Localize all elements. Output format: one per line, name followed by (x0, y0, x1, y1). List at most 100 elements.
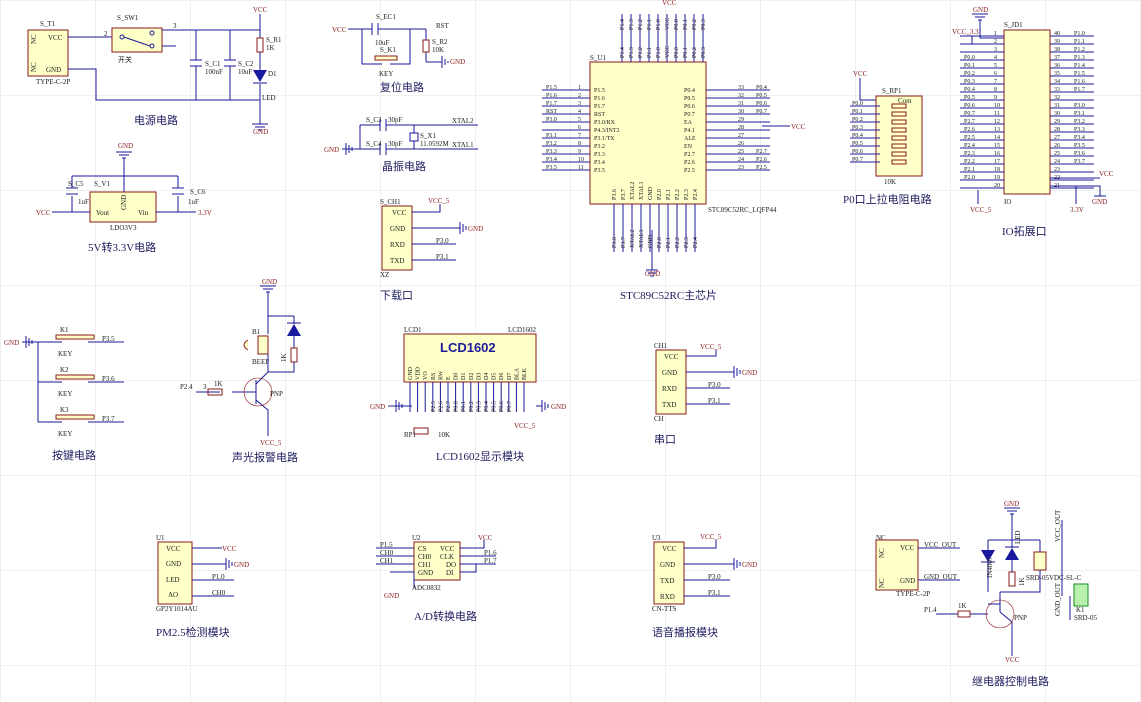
c2-ref: S_C2 (238, 60, 254, 68)
io-right-pin: 25 (1054, 151, 1060, 157)
c3-val: 30pF (388, 116, 403, 124)
gnd-label: GND (234, 561, 249, 569)
io-left-pin: 9 (994, 95, 997, 101)
mcu-net-label: P2.5 (756, 165, 767, 171)
caption-adc: A/D转换电路 (414, 609, 477, 623)
gnd-label: GND (384, 592, 399, 600)
p17-net: P1.7 (484, 557, 497, 565)
caption-lcd: LCD1602显示模块 (436, 450, 524, 463)
io-right-net: P1.2 (1074, 47, 1085, 53)
pin-cs: CS (418, 545, 427, 553)
caption-keys: 按键电路 (52, 448, 96, 462)
caption-crystal: 晶振电路 (382, 159, 426, 173)
srd-label: SRD-05VDC-SL-C (1026, 574, 1082, 582)
u1-ref: S_U1 (590, 54, 606, 62)
vcc33-label: VCC_3.3 (952, 28, 979, 36)
lcd-pin-name: VDD (416, 366, 422, 380)
caption-uart: 串口 (654, 433, 676, 446)
c4-ref: S_C4 (366, 140, 382, 148)
mcu-pin-name: P1.6 (594, 96, 605, 102)
reset-circuit: VCC S_EC1 10uF S_K1 KEY S_R2 10K RST GND… (332, 13, 465, 94)
mcu-pin-name: P3.2 (594, 144, 605, 150)
mcu-pin-name: P2.1 (666, 189, 672, 200)
p24-net: P2.4 (180, 383, 193, 391)
mcu-net-label: P3.3 (546, 149, 557, 155)
io-right-pin: 26 (1054, 143, 1060, 149)
pullup-resistor (891, 119, 907, 125)
lcd-pin-name: VO (423, 371, 429, 380)
key-net: P3.5 (102, 335, 115, 343)
mcu-pin-number: 23 (738, 165, 744, 171)
r2-val: 10K (432, 46, 444, 54)
k1-ref: S_K1 (380, 46, 396, 54)
pullup-net-label: P0.4 (852, 133, 863, 139)
r1k-label: 1K (1018, 577, 1026, 586)
tts-module (653, 541, 685, 605)
mcu-pin-name: P2.0 (657, 189, 663, 200)
mcu-net-label: P3.7 (621, 237, 627, 248)
vcc-out-net: VCC_OUT (924, 541, 957, 549)
mcu-net-label: P1.6 (546, 93, 557, 99)
mcu-pin-name: P0.4 (684, 88, 695, 94)
io-right-pin: 37 (1054, 55, 1060, 61)
mcu-pin-name: P4.1 (684, 128, 695, 134)
power-switch (111, 27, 163, 53)
lcd-pin-name: BLA (514, 367, 520, 380)
vcc-label: VCC (478, 534, 493, 542)
lcd-pin-name: D4 (484, 373, 490, 380)
crystal-circuit: GND S_C3 30pF S_C4 30pF S_X1 11.0592M XT… (324, 116, 478, 173)
io-right-pin: 40 (1054, 31, 1060, 37)
mcu-pin-number: 5 (578, 117, 581, 123)
sw1-part: 开关 (118, 55, 132, 64)
buzzer (257, 335, 269, 355)
io-right-pin: 31 (1054, 103, 1060, 109)
io-right-pin: 34 (1054, 79, 1060, 85)
pin-rxd: RXD (390, 241, 405, 249)
lcd-net-label: P0.5 (492, 401, 498, 412)
mcu-net-label: XTAL2 (630, 229, 636, 248)
mcu-pin-name: P3.7 (621, 189, 627, 200)
k1r-ref: K1 (1076, 606, 1085, 614)
gnd-out-net-2: GND_OUT (1054, 582, 1062, 616)
key-switch (55, 414, 95, 420)
mcu-net-label: P3.2 (546, 141, 557, 147)
v1-part: LDO3V3 (110, 224, 137, 232)
mcu-net-label: P2.2 (675, 237, 681, 248)
mcu-net-label: P2.1 (666, 237, 672, 248)
mcu-net-label: RST (546, 109, 557, 115)
buzzer-circuit: GND B1 BEEP 1K P2.4 3 1K PNP VCC_5 声光报警电… (180, 278, 301, 464)
gnd-label: GND (450, 58, 465, 66)
xtal2-net: XTAL2 (452, 117, 474, 125)
rp1-ref: S_RP1 (882, 87, 902, 95)
mcu-pin-number: 9 (578, 149, 581, 155)
pin-2: 2 (104, 30, 108, 38)
mcu-net-label: P3.5 (546, 165, 557, 171)
r1k-label: 1K (280, 353, 288, 362)
lcd-pin-name: D6 (499, 373, 505, 380)
v1-vin: Vin (138, 209, 149, 217)
io-left-pin: 6 (994, 71, 997, 77)
c5-ref: S_C5 (68, 180, 84, 188)
vcc-label: VCC (332, 26, 347, 34)
pin-clk: CLK (440, 553, 454, 561)
io-left-pin: 14 (994, 135, 1000, 141)
gnd-label: GND (324, 146, 339, 154)
caption-pm25: PM2.5检测模块 (156, 625, 230, 639)
io-right-net: P1.1 (1074, 39, 1085, 45)
c1-val: 100nF (205, 68, 223, 76)
mcu-pin-name: P0.2 (692, 47, 698, 58)
io-left-net: P0.7 (964, 111, 975, 117)
io-left-pin: 7 (994, 79, 997, 85)
io-left-pin: 13 (994, 127, 1000, 133)
mcu-pin-number: 25 (738, 149, 744, 155)
caption-voice: 语音播报模块 (652, 625, 718, 639)
io-left-pin: 5 (994, 63, 997, 69)
vcc-out-net-2: VCC_OUT (1054, 509, 1062, 542)
mcu-net-label: P0.3 (701, 19, 707, 30)
nc2: NC (878, 578, 886, 588)
key-net: P3.6 (102, 375, 115, 383)
io-right-net: P3.5 (1074, 143, 1085, 149)
p0-pullup-circuit: VCC S_RP1 Com P0.0P0.1P0.2P0.3P0.4P0.5P0… (843, 70, 932, 206)
t1-gnd: GND (46, 66, 61, 74)
uart-header (655, 349, 687, 415)
